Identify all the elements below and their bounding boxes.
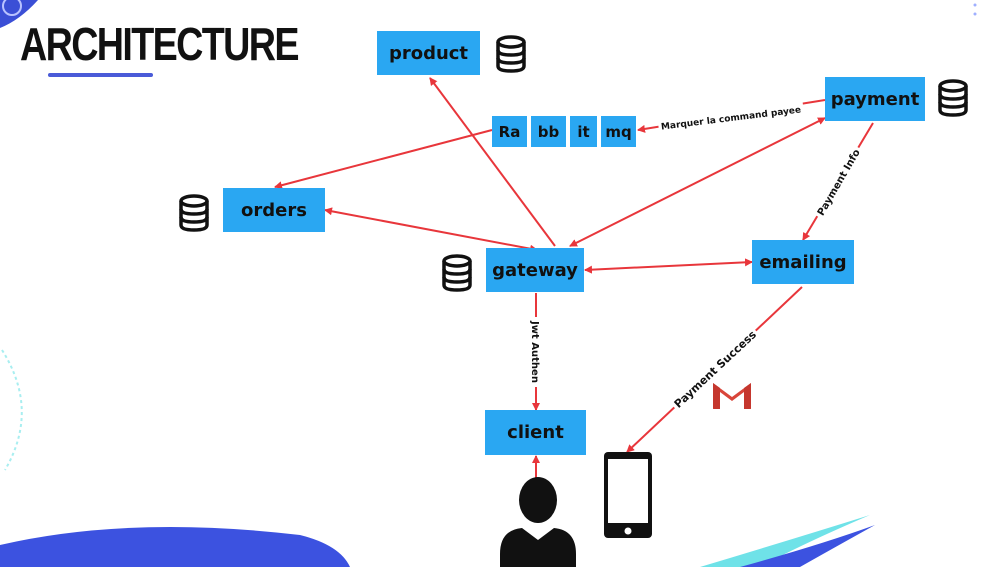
database-icon <box>179 194 209 232</box>
node-product: product <box>377 31 480 75</box>
decor-dot <box>973 3 977 7</box>
edge-queue-orders <box>274 129 493 190</box>
edge-label-payment-emailing-group: Payment Info <box>811 143 865 221</box>
node-emailing: emailing <box>752 240 854 284</box>
bottom-swoosh-blue <box>740 525 875 567</box>
decor-dot <box>973 12 977 16</box>
queue-segment-2: bb <box>531 116 566 147</box>
bottom-wave-left <box>0 527 350 567</box>
queue-segment-1: Ra <box>492 116 527 147</box>
queue-segment-4: mq <box>601 116 636 147</box>
edge-label-payment-queue-group: Marquer la command payee <box>657 101 805 133</box>
edge-label-payment-emailing: Payment Info <box>816 148 863 218</box>
corner-swoosh-top-left <box>0 0 38 28</box>
database-icon <box>442 254 472 292</box>
gmail-icon <box>713 383 751 409</box>
edge-gateway-product <box>429 77 556 247</box>
database-icon <box>938 79 968 117</box>
edge-label-gateway-client: Jwt Authen <box>529 320 540 383</box>
corner-ring-top-left <box>2 0 22 16</box>
edge-gateway-emailing <box>584 258 753 274</box>
smartphone-icon <box>604 452 652 538</box>
node-orders: orders <box>223 188 325 232</box>
queue-segment-3: it <box>570 116 597 147</box>
database-icon <box>496 35 526 73</box>
node-client: client <box>485 410 586 455</box>
page-title: ARCHITECTURE <box>20 18 300 70</box>
edge-orders-gateway <box>324 207 538 253</box>
edge-gateway-payment <box>569 117 826 247</box>
edge-label-gateway-client-group: Jwt Authen <box>529 317 544 387</box>
title-underline <box>48 73 153 77</box>
node-payment: payment <box>825 77 925 121</box>
user-icon <box>500 477 576 567</box>
node-gateway: gateway <box>486 248 584 292</box>
